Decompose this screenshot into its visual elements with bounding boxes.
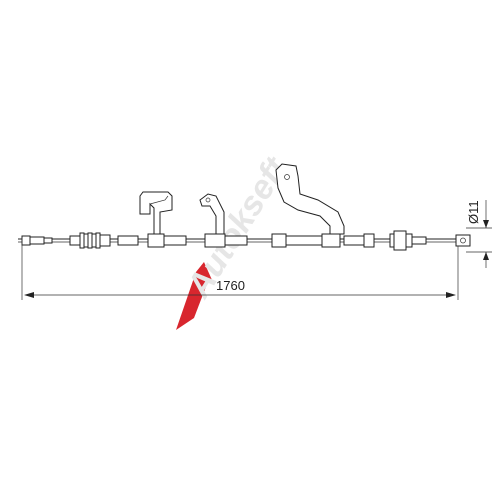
threaded-adjuster	[69, 232, 111, 249]
diameter-dimension: Ø11	[466, 200, 492, 268]
cable-body	[18, 163, 471, 251]
length-dimension-label: 1760	[216, 278, 245, 293]
arrow-left-icon	[24, 292, 34, 298]
arrow-up-icon	[483, 252, 489, 260]
watermark-mark-icon	[176, 272, 210, 330]
mounting-bracket-1	[139, 191, 173, 235]
length-dimension: 1760	[21, 238, 459, 300]
mounting-bracket-3	[275, 163, 345, 235]
watermark-mark-tail-icon	[196, 262, 212, 282]
diameter-dimension-label: Ø11	[466, 200, 481, 224]
arrow-right-icon	[446, 292, 456, 298]
arrow-down-icon	[483, 220, 489, 228]
cable-sleeves	[117, 233, 375, 248]
right-end-fitting	[389, 230, 471, 251]
mounting-bracket-2	[199, 193, 225, 235]
left-end-fitting	[21, 235, 53, 246]
